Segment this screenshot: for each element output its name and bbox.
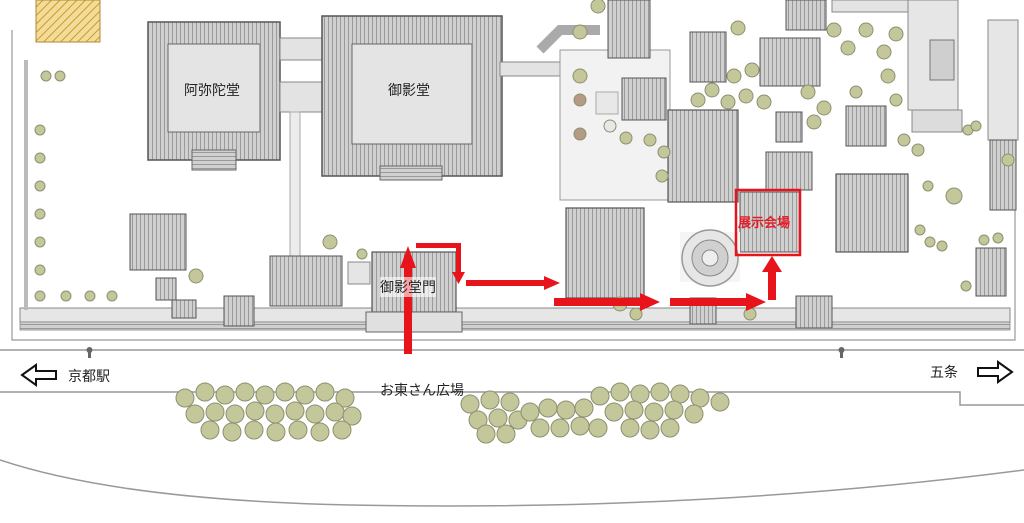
west-wall: [24, 60, 28, 310]
label-plaza: お東さん広場: [380, 383, 464, 399]
amida-hall: [147, 21, 281, 171]
right-arrow-icon: [977, 360, 1014, 384]
label-gojo: 五条: [930, 365, 958, 381]
plaza-boundary: [0, 459, 1024, 507]
label-goei-hall: 御影堂: [388, 83, 430, 99]
label-goei-gate: 御影堂門: [380, 277, 436, 297]
goei-hall: [321, 15, 503, 181]
left-arrow-icon: [20, 363, 57, 387]
hatched-area: [35, 0, 101, 43]
lamp-markers: [86, 347, 845, 358]
label-amida-hall: 阿弥陀堂: [184, 83, 240, 99]
front-wall: [19, 307, 1011, 323]
route-arrows: [400, 243, 782, 354]
plaza-trees: [175, 382, 730, 444]
exhibit-highlight-box: [734, 188, 802, 257]
label-kyoto-station: 京都駅: [68, 369, 110, 385]
precinct-trees: [34, 0, 1015, 321]
label-exhibit-venue: 展示会場: [738, 216, 791, 231]
road-edge-right: [0, 391, 1024, 406]
